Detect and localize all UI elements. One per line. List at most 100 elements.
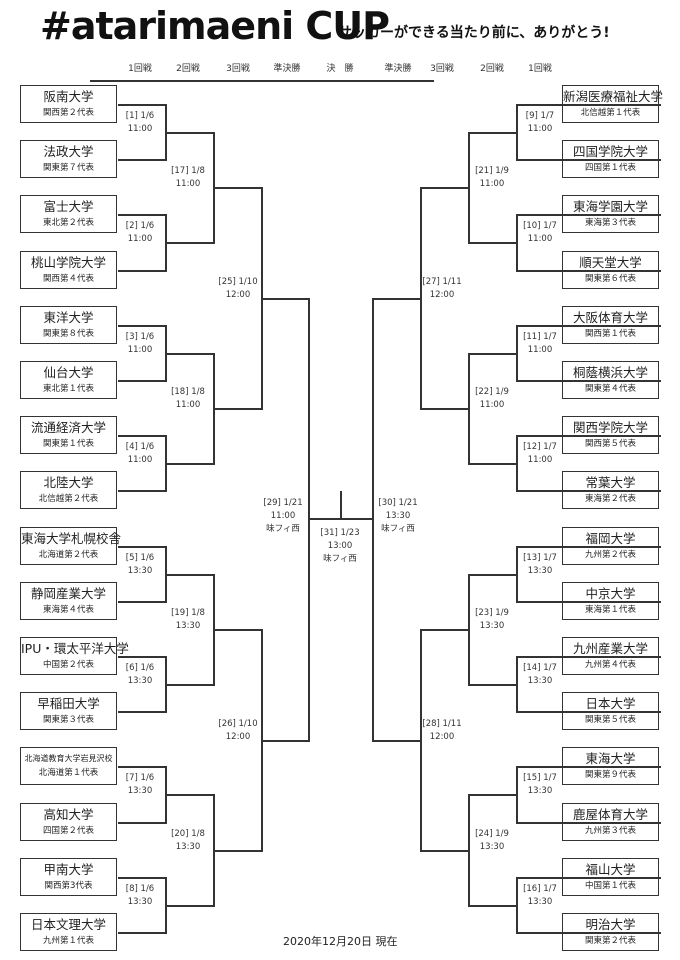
team-box[interactable]: 北海道教育大学岩見沢校北海道第１代表 [20,747,117,785]
team-box[interactable]: 流通経済大学関東第１代表 [20,416,117,454]
team-box[interactable]: 富士大学東北第２代表 [20,195,117,233]
match-label-line: 11:00 [479,179,505,189]
bracket-line [340,491,342,520]
match-label-line: [25] 1/10 [218,277,258,287]
team-representative: 九州第２代表 [584,550,636,560]
bracket-line [213,629,263,631]
match-label-line: [24] 1/9 [475,829,509,839]
match-label-line: 味フィ西 [323,554,357,564]
team-representative: 四国第１代表 [584,163,636,173]
team-representative: 東海第２代表 [584,494,636,504]
logo: #atarimaeni CUP [40,4,390,48]
match-label-line: [23] 1/9 [475,608,509,618]
bracket-line [516,490,661,492]
match-label-line: [17] 1/8 [171,166,205,176]
match-label-line: 11:00 [527,124,553,134]
bracket-line [118,490,167,492]
team-name: 九州産業大学 [572,641,648,656]
match-label: [25] 1/10 12:00 [218,276,257,302]
bracket-line [468,463,518,465]
bracket-line [516,656,661,658]
bracket-line [118,766,167,768]
match-label-line: 12:00 [225,732,251,742]
bracket-line [420,629,470,631]
team-representative: 関西第４代表 [42,274,94,284]
match-label-line: 12:00 [429,290,455,300]
team-representative: 東北第１代表 [42,384,94,394]
team-name: 東海大学札幌校舎 [21,531,122,546]
team-name: 東洋大学 [43,310,94,325]
bracket-line [213,187,263,189]
bracket-line [516,270,661,272]
team-name: 桐蔭横浜大学 [572,365,648,380]
bracket-line [516,766,661,768]
team-name: 明治大学 [585,917,636,932]
team-representative: 関東第３代表 [42,715,94,725]
team-name: 日本大学 [585,696,636,711]
team-box[interactable]: 甲南大学関西第3代表 [20,858,117,896]
team-name: 東海学園大学 [572,199,648,214]
team-representative: 関東第５代表 [584,715,636,725]
match-label-line: 11:00 [127,234,153,244]
team-box[interactable]: 東海大学札幌校舎北海道第２代表 [20,527,122,565]
bracket-line [165,905,215,907]
team-name: 順天堂大学 [579,255,642,270]
subtitle: サッカーができる当たり前に、ありがとう! [338,25,610,41]
match-label-line: 11:00 [175,400,201,410]
match-label-line: [29] 1/21 [263,498,303,508]
team-representative: 東海第３代表 [584,218,636,228]
team-box[interactable]: 静岡産業大学東海第４代表 [20,582,117,620]
team-box[interactable]: 日本文理大学九州第１代表 [20,913,117,951]
as-of-date: 2020年12月20日 現在 [283,935,398,948]
team-box[interactable]: 阪南大学関西第２代表 [20,85,117,123]
match-label-line: [10] 1/7 [523,221,557,231]
team-representative: 関東第９代表 [584,770,636,780]
team-box[interactable]: 法政大学関東第７代表 [20,140,117,178]
match-label-line: [18] 1/8 [171,387,205,397]
match-label-line: 13:30 [527,676,553,686]
team-representative: 関西第２代表 [42,108,94,118]
match-label-line: 13:30 [385,511,411,521]
bracket-line [213,408,263,410]
team-box[interactable]: 桃山学院大学関西第４代表 [20,251,117,289]
bracket-line [165,794,215,796]
team-name: 高知大学 [43,807,94,822]
team-box[interactable]: 北陸大学北信越第２代表 [20,471,117,509]
match-label-line: 11:00 [527,345,553,355]
bracket-line [118,932,167,934]
match-label-line: 13:30 [127,897,153,907]
team-representative: 東海第４代表 [42,605,94,615]
team-box[interactable]: IPU・環太平洋大学中国第２代表 [20,637,129,675]
match-label: [23] 1/9 13:30 [475,607,509,633]
match-label-line: [3] 1/6 [125,332,155,342]
team-name: 富士大学 [43,199,94,214]
team-name: 静岡産業大学 [30,586,106,601]
team-representative: 関東第７代表 [42,163,94,173]
match-label-line: [5] 1/6 [125,553,155,563]
match-label-line: 13:30 [479,621,505,631]
team-name: IPU・環太平洋大学 [21,641,129,656]
team-box[interactable]: 東洋大学関東第８代表 [20,306,117,344]
team-representative: 北信越第１代表 [580,108,641,118]
match-label-line: 12:00 [225,290,251,300]
team-name: 大阪体育大学 [572,310,648,325]
bracket-line [118,601,167,603]
match-label-line: [13] 1/7 [523,553,557,563]
team-representative: 関西第５代表 [584,439,636,449]
team-name: 新潟医療福祉大学 [563,89,664,104]
match-label-line: [4] 1/6 [125,442,155,452]
match-label-line: 11:00 [527,234,553,244]
header-divider [90,80,434,82]
team-box[interactable]: 仙台大学東北第１代表 [20,361,117,399]
team-name: 甲南大学 [43,862,94,877]
team-box[interactable]: 高知大学四国第２代表 [20,803,117,841]
team-box[interactable]: 早稲田大学関東第３代表 [20,692,117,730]
